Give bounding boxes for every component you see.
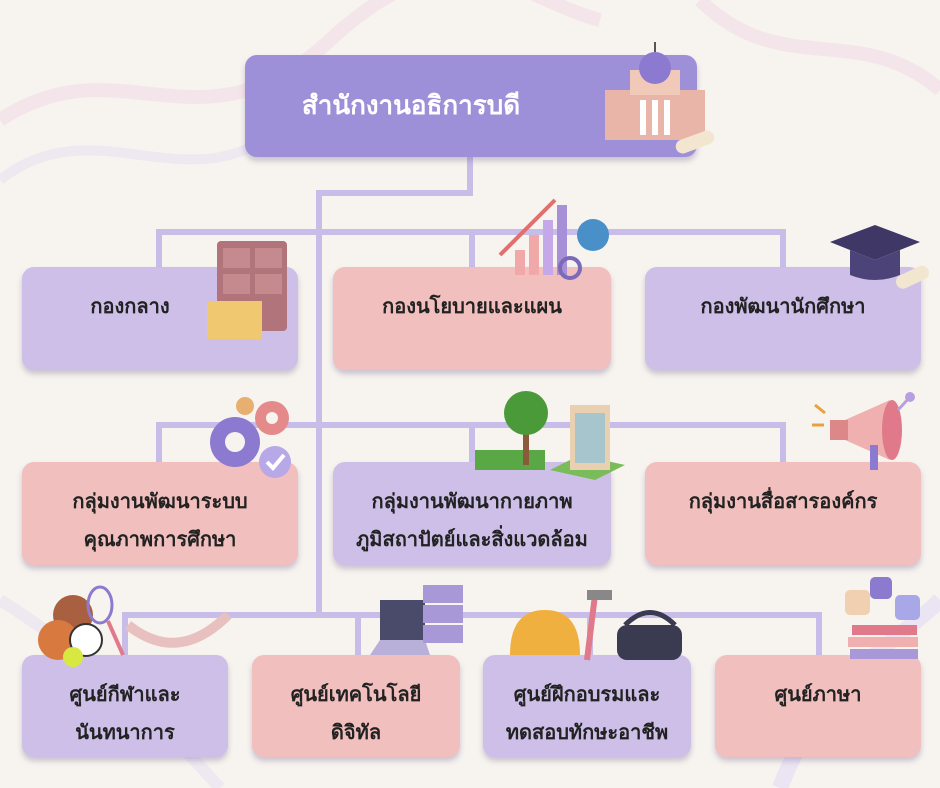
center-label-line1: ศูนย์ภาษา (774, 682, 862, 706)
group-label-line1: กลุ่มงานสื่อสารองค์กร (688, 489, 878, 513)
group-label-line2: คุณภาพการศึกษา (83, 527, 237, 551)
connector (355, 612, 361, 657)
connector (816, 612, 822, 657)
laptop-server-icon (370, 585, 463, 655)
division-label: กองนโยบายและแผน (382, 294, 562, 318)
connector (780, 422, 786, 464)
center-label-line1: ศูนย์ฝึกอบรมและ (513, 682, 661, 706)
books-language-icon (845, 577, 920, 659)
gears-check-icon (210, 397, 291, 478)
division-label: กองพัฒนานักศึกษา (700, 294, 866, 318)
center-label-line2: ทดสอบทักษะอาชีพ (505, 720, 669, 744)
root-label: สำนักงานอธิการบดี (301, 91, 521, 121)
connector (469, 229, 475, 269)
center-box-sports-recreation: ศูนย์กีฬาและ นันทนาการ (22, 655, 228, 757)
division-label: กองกลาง (90, 294, 170, 318)
connector (316, 190, 473, 196)
center-label-line2: ดิจิทัล (330, 720, 382, 744)
center-label-line1: ศูนย์เทคโนโลยี (290, 682, 422, 706)
center-box-language: ศูนย์ภาษา (715, 655, 921, 757)
connector (780, 229, 786, 269)
group-box-corporate-communication: กลุ่มงานสื่อสารองค์กร (645, 462, 921, 565)
tree-building-icon (475, 391, 625, 480)
connector (467, 157, 473, 195)
connector (122, 612, 822, 618)
group-label-line1: กลุ่มงานพัฒนากายภาพ (371, 489, 573, 513)
center-label-line1: ศูนย์กีฬาและ (69, 682, 181, 706)
group-label-line2: ภูมิสถาปัตย์และสิ่งแวดล้อม (356, 527, 588, 551)
connector (156, 422, 162, 464)
hardhat-hammer-vr-icon (510, 590, 682, 661)
center-box-digital-technology: ศูนย์เทคโนโลยี ดิจิทัล (252, 655, 460, 757)
university-building-icon (605, 42, 715, 154)
division-box-student-development: กองพัฒนานักศึกษา (645, 267, 921, 370)
connector (316, 190, 322, 615)
connector (156, 229, 162, 269)
group-label-line1: กลุ่มงานพัฒนาระบบ (72, 489, 248, 513)
filing-cabinet-icon (207, 241, 287, 339)
division-box-policy-planning: กองนโยบายและแผน (333, 267, 611, 370)
connector (122, 612, 128, 657)
graduation-cap-icon (830, 225, 930, 289)
connector (469, 422, 475, 464)
center-box-training-skill-testing: ศูนย์ฝึกอบรมและ ทดสอบทักษะอาชีพ (483, 655, 691, 757)
group-box-physical-landscape: กลุ่มงานพัฒนากายภาพ ภูมิสถาปัตย์และสิ่งแ… (333, 462, 611, 565)
group-box-education-quality: กลุ่มงานพัฒนาระบบ คุณภาพการศึกษา (22, 462, 298, 565)
center-label-line2: นันทนาการ (75, 720, 175, 744)
bar-chart-globe-icon (498, 198, 609, 280)
megaphone-icon (812, 392, 915, 470)
sports-balls-icon (38, 585, 232, 667)
